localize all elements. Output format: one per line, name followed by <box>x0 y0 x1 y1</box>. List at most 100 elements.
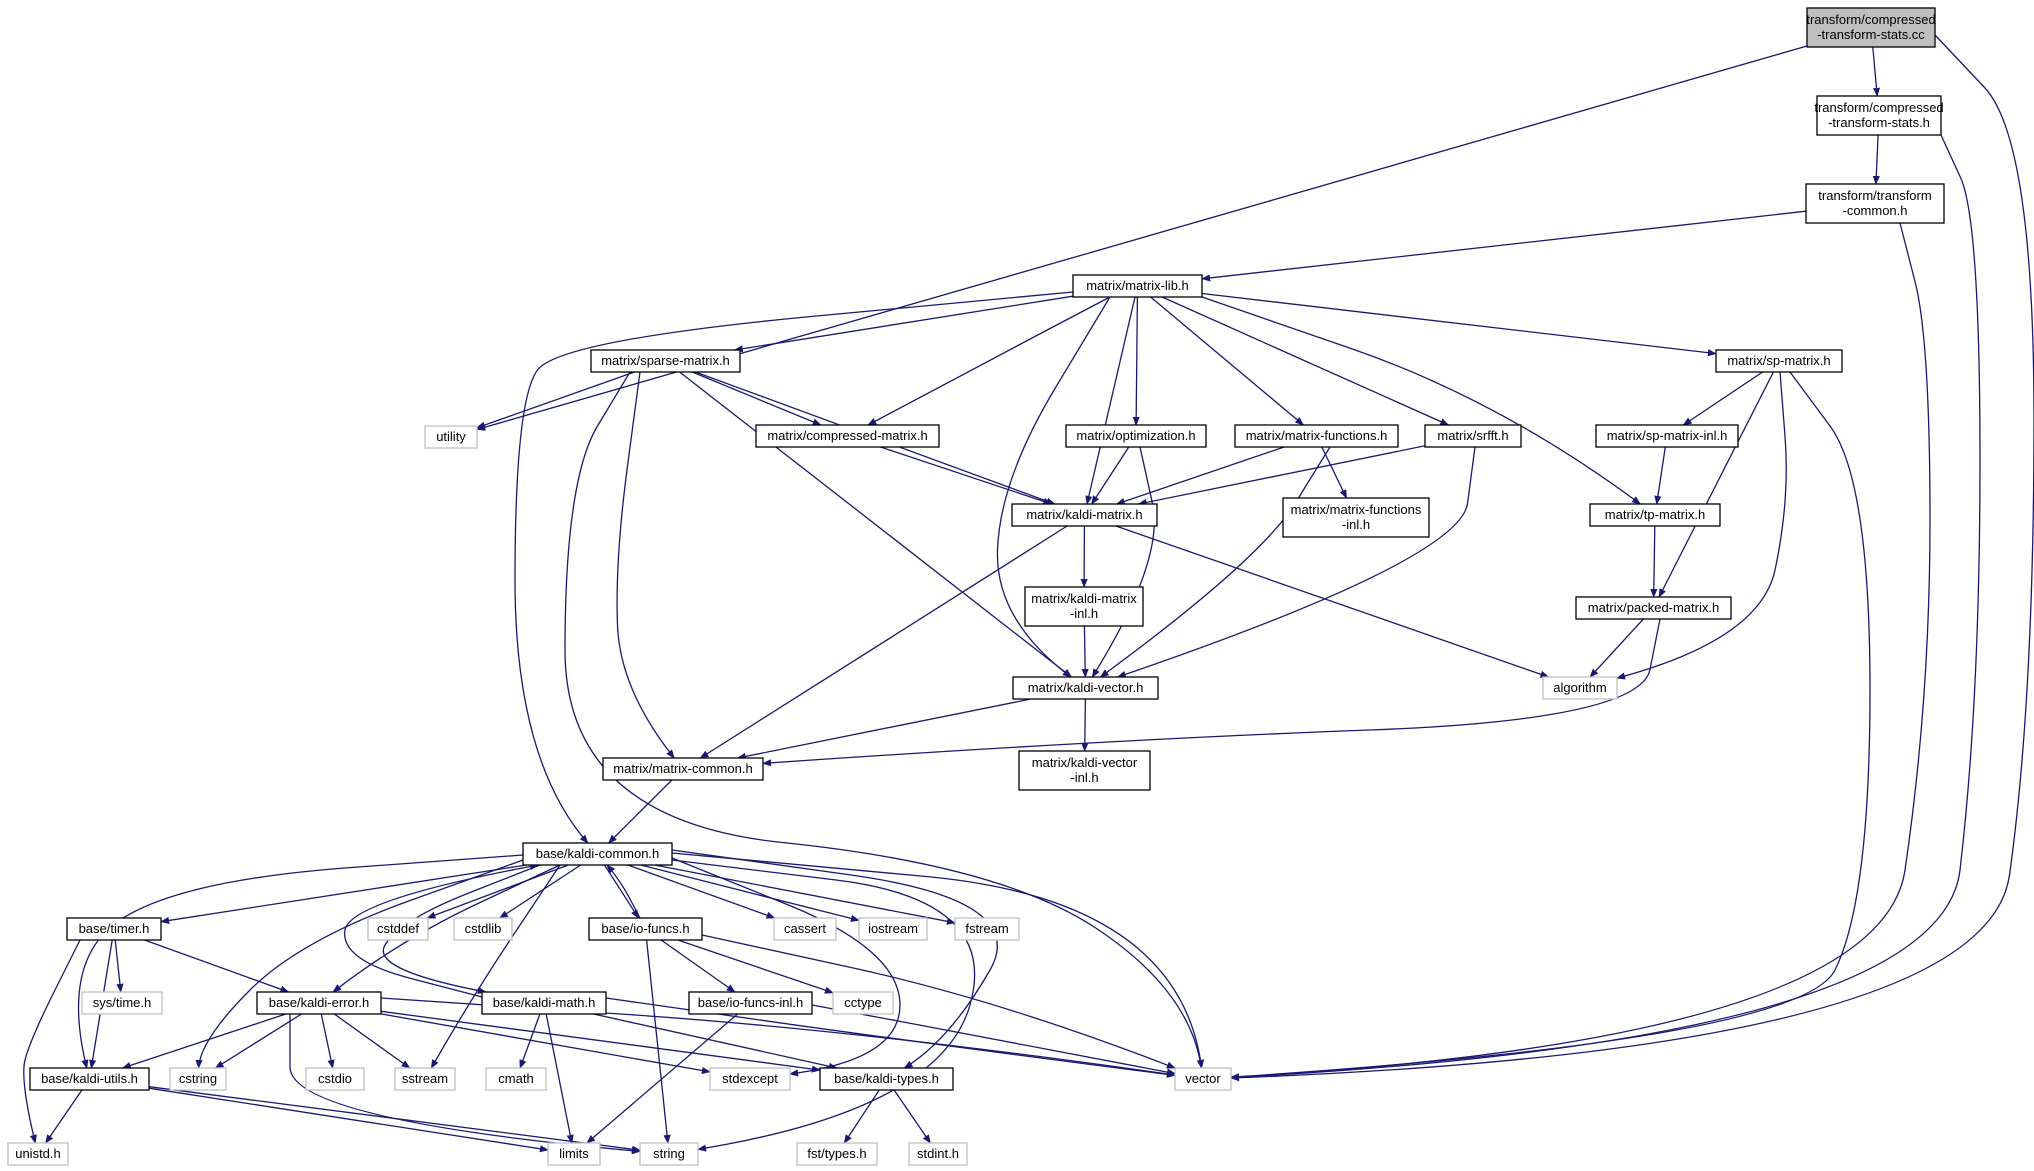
node-label: sstream <box>402 1071 448 1086</box>
edge-mlib-to-tpm <box>1201 296 1641 505</box>
node-opt[interactable]: matrix/optimization.h <box>1065 424 1207 448</box>
node-kerror[interactable]: base/kaldi-error.h <box>256 991 382 1015</box>
edge-kcommon-to-kerror <box>332 864 561 993</box>
node-label: -inl.h <box>1070 606 1098 621</box>
edge-kcommon-to-iofuncs <box>603 864 640 919</box>
edge-kcommon-to-iostream <box>640 864 860 922</box>
node-sparse[interactable]: matrix/sparse-matrix.h <box>590 349 741 373</box>
node-label: base/kaldi-common.h <box>536 846 660 861</box>
node-spm[interactable]: matrix/sp-matrix.h <box>1715 349 1843 373</box>
node-spinl[interactable]: matrix/sp-matrix-inl.h <box>1595 424 1739 448</box>
edge-mlib-to-kvec <box>996 296 1111 678</box>
node-tpm[interactable]: matrix/tp-matrix.h <box>1589 503 1721 527</box>
edge-kminl-to-kvec <box>1081 625 1089 678</box>
edge-kcommon-to-string <box>671 859 976 1152</box>
node-packed[interactable]: matrix/packed-matrix.h <box>1575 596 1732 620</box>
edge-layer <box>23 34 2034 1155</box>
edge-tcommon-to-vector <box>1230 222 1931 1081</box>
edge-kmat-to-mcommon <box>699 525 1068 759</box>
edge-tcommon-to-mlib <box>1201 210 1807 282</box>
node-label: matrix/packed-matrix.h <box>1588 600 1719 615</box>
node-mlib[interactable]: matrix/matrix-lib.h <box>1072 274 1203 298</box>
node-label: string <box>653 1146 685 1161</box>
edge-cmat-to-kmat <box>880 446 1053 505</box>
node-label: matrix/tp-matrix.h <box>1605 507 1705 522</box>
edge-timer-to-systime <box>114 939 124 993</box>
node-label: limits <box>559 1146 589 1161</box>
node-cctype: cctype <box>832 991 894 1015</box>
node-kvec[interactable]: matrix/kaldi-vector.h <box>1012 676 1159 700</box>
node-label: base/kaldi-utils.h <box>41 1071 138 1086</box>
node-root[interactable]: transform/compressed-transform-stats.cc <box>1806 7 1936 48</box>
edge-mlib-to-opt <box>1132 296 1140 426</box>
edge-mlib-to-srfft <box>1161 296 1450 426</box>
edge-sparse-to-utility <box>476 371 635 429</box>
node-kmat[interactable]: matrix/kaldi-matrix.h <box>1011 503 1158 527</box>
node-mfinl[interactable]: matrix/matrix-functions-inl.h <box>1282 497 1430 538</box>
node-tcommon[interactable]: transform/transform-common.h <box>1805 183 1945 224</box>
edge-sparse-to-kvec <box>679 371 1073 678</box>
edge-spm-to-vector <box>1230 371 1871 1081</box>
node-label: cstring <box>179 1071 217 1086</box>
edge-ktypes-to-stdint <box>893 1089 931 1144</box>
edge-iofuncs-to-string <box>645 939 671 1144</box>
node-iofuncs[interactable]: base/io-funcs.h <box>588 917 703 941</box>
node-cstring: cstring <box>169 1067 227 1091</box>
edge-spinl-to-tpm <box>1654 446 1666 505</box>
edge-kmath-to-vector <box>605 997 1176 1078</box>
node-srfft[interactable]: matrix/srfft.h <box>1424 424 1522 448</box>
node-label: fst/types.h <box>807 1146 866 1161</box>
edge-srfft-to-kvec <box>1116 446 1476 678</box>
node-label: matrix/sparse-matrix.h <box>601 353 730 368</box>
node-cstdlib: cstdlib <box>453 917 513 941</box>
edge-mlib-to-spm <box>1201 292 1717 357</box>
edge-iofuncs-to-cctype <box>677 939 834 994</box>
node-label: matrix/srfft.h <box>1437 428 1508 443</box>
node-kutils[interactable]: base/kaldi-utils.h <box>29 1067 150 1091</box>
node-cmat[interactable]: matrix/compressed-matrix.h <box>755 424 940 448</box>
edge-kcommon-to-cassert <box>627 864 776 919</box>
node-ktypes[interactable]: base/kaldi-types.h <box>819 1067 954 1091</box>
node-kvinl[interactable]: matrix/kaldi-vector-inl.h <box>1018 750 1151 791</box>
edge-kmath-to-kcommon <box>344 862 540 998</box>
edge-mlib-to-cmat <box>867 296 1111 426</box>
node-kmath[interactable]: base/kaldi-math.h <box>481 991 607 1015</box>
node-mfunc[interactable]: matrix/matrix-functions.h <box>1234 424 1399 448</box>
edge-kcommon-to-timer <box>160 864 527 925</box>
edge-sparse-to-cmat <box>691 371 822 426</box>
node-vector: vector <box>1174 1067 1232 1091</box>
node-label: cstdlib <box>465 921 502 936</box>
node-kminl[interactable]: matrix/kaldi-matrix-inl.h <box>1024 586 1144 627</box>
edge-kcommon-to-cstddef <box>426 864 569 919</box>
edge-mfunc-to-kmat <box>1115 446 1285 505</box>
edge-kcommon-to-fstream <box>654 864 956 925</box>
node-label: fstream <box>965 921 1008 936</box>
node-label: matrix/matrix-common.h <box>613 761 752 776</box>
edge-kmat-to-algorithm <box>1115 525 1550 678</box>
node-label: matrix/kaldi-matrix <box>1031 591 1137 606</box>
node-label: matrix/kaldi-vector.h <box>1028 680 1144 695</box>
node-label: transform/transform <box>1818 188 1931 203</box>
node-label: base/kaldi-error.h <box>269 995 369 1010</box>
node-mcommon[interactable]: matrix/matrix-common.h <box>602 757 764 781</box>
node-timer[interactable]: base/timer.h <box>66 917 162 941</box>
node-label: matrix/sp-matrix.h <box>1727 353 1830 368</box>
node-label: unistd.h <box>15 1146 61 1161</box>
edge-sparse-to-mcommon <box>616 371 675 759</box>
node-ioinl[interactable]: base/io-funcs-inl.h <box>688 991 813 1015</box>
node-cts_h[interactable]: transform/compressed-transform-stats.h <box>1814 95 1944 136</box>
node-kcommon[interactable]: base/kaldi-common.h <box>522 842 673 866</box>
edge-kvec-to-kvinl <box>1081 698 1089 752</box>
edge-mlib-to-kcommon <box>514 291 1074 844</box>
node-label: cstdio <box>318 1071 352 1086</box>
edge-kerror-to-string <box>289 1014 641 1155</box>
edge-kutils-to-limits <box>148 1087 549 1153</box>
node-label: -inl.h <box>1070 770 1098 785</box>
node-systime: sys/time.h <box>81 991 163 1015</box>
edge-iofuncs-to-kcommon <box>606 864 641 919</box>
edge-mfunc-to-mfinl <box>1321 446 1348 499</box>
edge-packed-to-algorithm <box>1589 618 1644 678</box>
node-label: -inl.h <box>1342 517 1370 532</box>
node-label: -common.h <box>1842 203 1907 218</box>
node-label: -transform-stats.h <box>1828 115 1930 130</box>
